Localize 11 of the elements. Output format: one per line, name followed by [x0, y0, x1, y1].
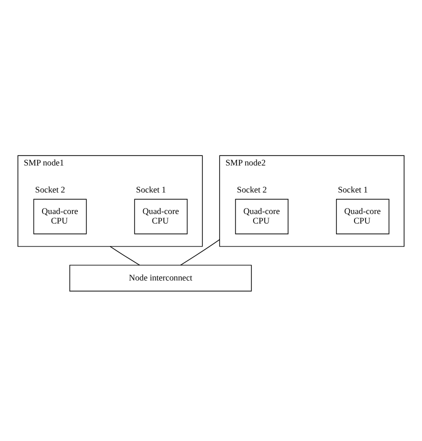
node-label: Socket 1 [136, 184, 166, 194]
node-box: Quad-core CPU [235, 198, 288, 234]
node-box: Quad-core CPU [33, 198, 87, 234]
connector [110, 246, 140, 266]
node-label: Socket 2 [236, 184, 267, 194]
node-label: Socket 2 [35, 184, 66, 194]
connector [180, 239, 220, 266]
node-box: Quad-core CPU [134, 198, 188, 234]
node-box: Node interconnect [69, 264, 252, 292]
node-box: Quad-core CPU [336, 198, 390, 234]
node-label: Socket 1 [338, 184, 368, 194]
